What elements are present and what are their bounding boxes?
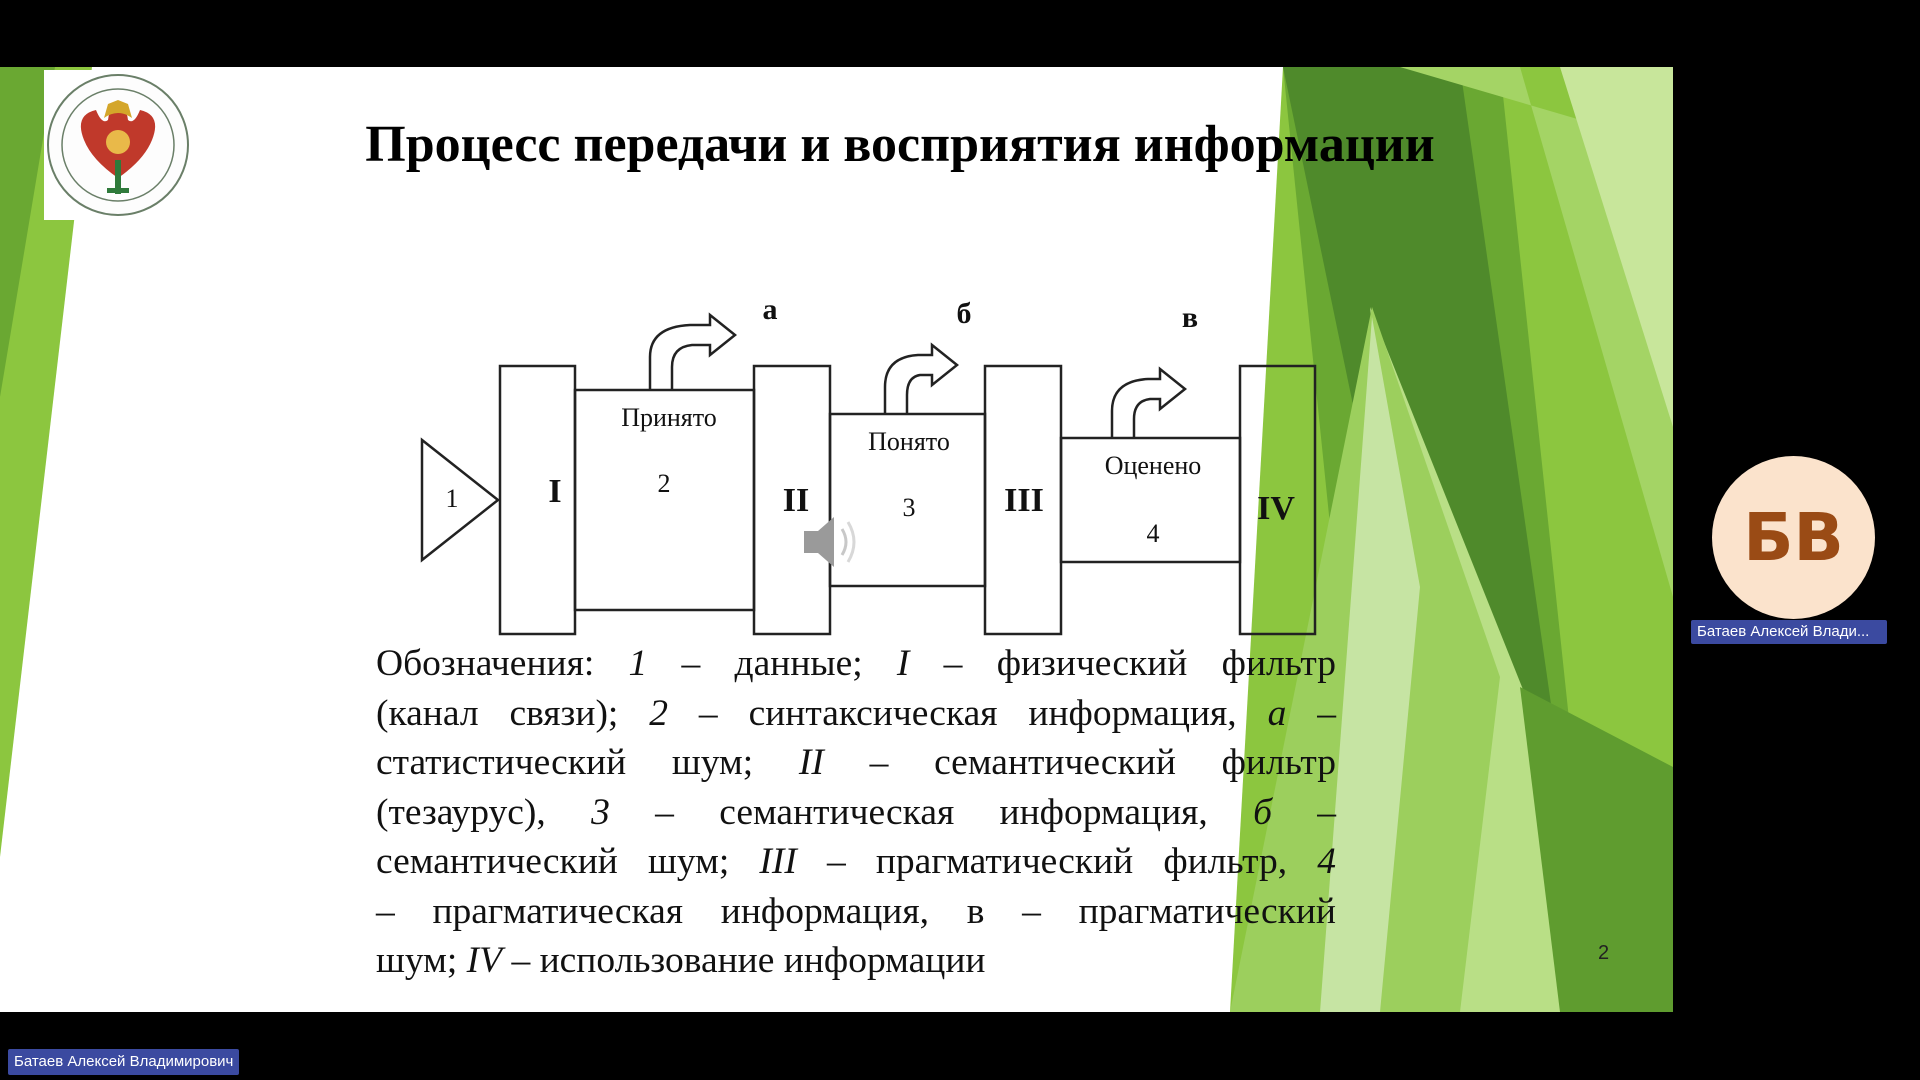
participant-avatar[interactable]: БВ bbox=[1712, 456, 1875, 619]
legend-line-3: статистический шум; II – семантический ф… bbox=[376, 742, 1336, 783]
legend-line-7: шум; IV – использование информации bbox=[376, 940, 986, 981]
channel-box-2 bbox=[573, 388, 756, 612]
legend-line-4: (тезаурус), 3 – семантическая информация… bbox=[376, 791, 1337, 833]
participant-name-tag: Батаев Алексей Влади... bbox=[1691, 620, 1887, 644]
channel-number-4: 4 bbox=[1147, 519, 1160, 548]
legend-line-6: – прагматическая информация, в – прагмат… bbox=[376, 890, 1336, 932]
information-process-diagram: 1 I II III IV Принято 2 Понято 3 Оценено… bbox=[420, 293, 1317, 636]
noise-arrow-b bbox=[883, 342, 960, 414]
channel-box-4 bbox=[1059, 436, 1242, 564]
source-label: 1 bbox=[446, 484, 459, 513]
filter-label-2: II bbox=[783, 482, 809, 519]
source-triangle bbox=[420, 437, 501, 563]
channel-label-3: Понято bbox=[868, 427, 950, 456]
speaker-icon[interactable] bbox=[800, 507, 870, 577]
channel-number-2: 2 bbox=[658, 469, 671, 498]
noise-label-c: в bbox=[1182, 301, 1198, 334]
legend-line-1: Обозначения: 1 – данные; I – физический … bbox=[376, 643, 1336, 684]
filter-label-3: III bbox=[1004, 482, 1044, 519]
filter-label-1: I bbox=[548, 473, 561, 510]
presentation-slide: Процесс передачи и восприятия информации… bbox=[0, 67, 1673, 1012]
emblem-logo bbox=[44, 70, 192, 220]
channel-number-3: 3 bbox=[903, 493, 916, 522]
slide-background-decoration bbox=[0, 67, 1673, 1012]
slide-title: Процесс передачи и восприятия информации bbox=[365, 116, 1435, 173]
noise-arrow-a bbox=[648, 312, 738, 390]
channel-label-4: Оценено bbox=[1105, 451, 1202, 480]
noise-label-b: б bbox=[957, 297, 972, 330]
filter-box-1 bbox=[498, 364, 577, 636]
legend-text: Обозначения: 1 – данные; I – физический … bbox=[376, 639, 1336, 986]
filter-label-4: IV bbox=[1257, 490, 1295, 527]
channel-label-2: Принято bbox=[621, 403, 717, 432]
noise-arrow-c bbox=[1110, 366, 1188, 438]
legend-line-2: (канал связи); 2 – синтаксическая информ… bbox=[376, 692, 1336, 734]
slide-number: 2 bbox=[1598, 942, 1610, 964]
self-name-tag: Батаев Алексей Владимирович bbox=[8, 1049, 240, 1075]
noise-label-a: а bbox=[763, 293, 778, 326]
legend-line-5: семантический шум; III – прагматический … bbox=[376, 841, 1336, 882]
